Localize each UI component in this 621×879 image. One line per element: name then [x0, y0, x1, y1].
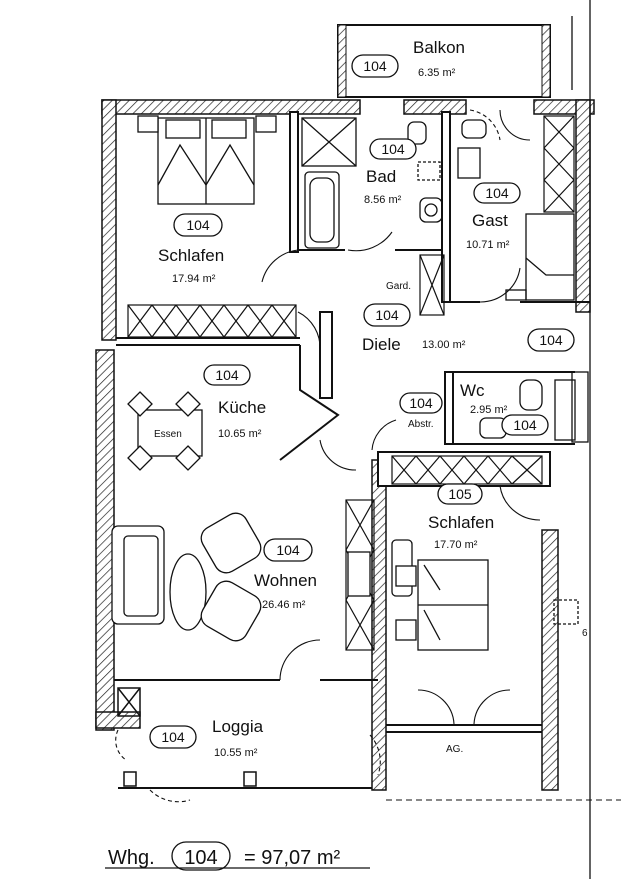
living-furniture — [111, 512, 413, 642]
exterior-walls — [95, 99, 595, 791]
total-apartment-tag: 104 — [184, 847, 217, 869]
wohnen-name: Wohnen — [254, 571, 317, 590]
wohnen-tag: 104 — [276, 542, 300, 558]
wc-extra-tag: 104 — [513, 417, 537, 433]
schlafen2-name: Schlafen — [428, 513, 494, 532]
edge-label: 6 — [582, 628, 588, 639]
bath-fixtures — [301, 117, 443, 249]
bad-area: 8.56 m² — [364, 194, 402, 206]
doors — [115, 109, 621, 803]
ag-label: AG. — [446, 744, 463, 755]
diele-name: Diele — [362, 335, 401, 354]
schlafen2-area: 17.70 m² — [434, 539, 478, 551]
side-tag-right: 104 — [539, 332, 563, 348]
double-bed-1 — [137, 115, 277, 205]
balkon-name: Balkon — [413, 38, 465, 57]
schlafen1-tag: 104 — [186, 217, 210, 233]
diele-area: 13.00 m² — [422, 339, 466, 351]
schlafen1-name: Schlafen — [158, 246, 224, 265]
room-tags — [149, 54, 575, 871]
schlafen1-area: 17.94 m² — [172, 273, 216, 285]
gast-area: 10.71 m² — [466, 239, 510, 251]
interior-walls — [114, 111, 590, 789]
kueche-area: 10.65 m² — [218, 428, 262, 440]
abstr-label: Abstr. — [408, 419, 434, 430]
total-label: Whg. — [108, 847, 155, 869]
right-edge — [571, 0, 591, 879]
kueche-tag: 104 — [215, 367, 239, 383]
double-bed-2 — [395, 559, 489, 651]
kueche-name: Küche — [218, 398, 266, 417]
loggia-tag: 104 — [161, 729, 185, 745]
loggia-frame — [117, 687, 257, 787]
wc-area: 2.95 m² — [470, 404, 508, 416]
balkon-area: 6.35 m² — [418, 67, 456, 79]
gast-tag: 104 — [485, 185, 509, 201]
wohnen-area: 26.46 m² — [262, 599, 306, 611]
wardrobe-bedroom1 — [127, 304, 297, 338]
wc-name: Wc — [460, 381, 485, 400]
gast-furniture — [457, 119, 575, 301]
total-area: = 97,07 m² — [244, 847, 341, 869]
schlafen2-tag: 105 — [448, 486, 472, 502]
wardrobe-gast — [543, 115, 575, 213]
wardrobe-hall — [419, 254, 445, 316]
loggia-area: 10.55 m² — [214, 747, 258, 759]
bad-tag: 104 — [381, 141, 405, 157]
dining-set — [127, 391, 203, 471]
wc-tag: 104 — [409, 395, 433, 411]
gard-label: Gard. — [386, 281, 411, 292]
bad-name: Bad — [366, 167, 396, 186]
diele-tag: 104 — [375, 307, 399, 323]
gast-name: Gast — [472, 211, 508, 230]
balkon-tag: 104 — [363, 58, 387, 74]
balcony — [337, 24, 551, 98]
loggia-name: Loggia — [212, 717, 264, 736]
essen-label: Essen — [154, 429, 182, 440]
